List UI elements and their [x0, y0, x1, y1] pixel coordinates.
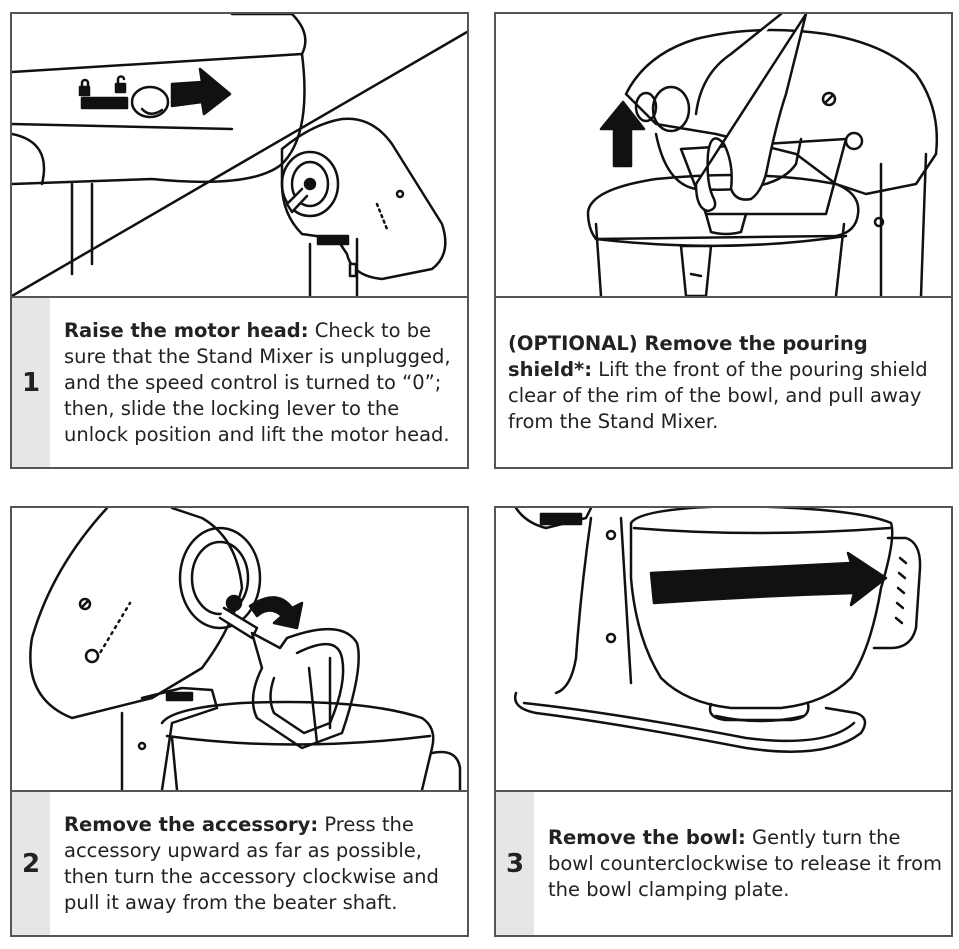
- step-caption-3: 3 Remove the bowl: Gently turn the bowl …: [496, 792, 951, 935]
- step-caption-1: 1 Raise the motor head: Check to be sure…: [12, 298, 467, 467]
- step-text: Raise the motor head: Check to be sure t…: [64, 298, 459, 467]
- step-body: Press the accessory upward as far as pos…: [64, 812, 439, 914]
- step-heading: (OPTIONAL) Remove the pouring shield*:: [508, 331, 868, 381]
- step-body: Check to be sure that the Stand Mixer is…: [64, 318, 451, 446]
- illustration-remove-accessory: [12, 508, 467, 792]
- illustration-remove-pouring-shield: [496, 14, 951, 298]
- step-body: Gently turn the bowl counterclockwise to…: [548, 825, 942, 901]
- step-number: 2: [12, 792, 50, 935]
- step-caption-2: 2 Remove the accessory: Press the access…: [12, 792, 467, 935]
- step-text: (OPTIONAL) Remove the pouring shield*: L…: [508, 298, 943, 467]
- step-body: Lift the front of the pouring shield cle…: [508, 357, 928, 433]
- step-panel-optional: (OPTIONAL) Remove the pouring shield*: L…: [494, 12, 953, 469]
- step-caption-optional: (OPTIONAL) Remove the pouring shield*: L…: [496, 298, 951, 467]
- step-text: Remove the accessory: Press the accessor…: [64, 792, 459, 935]
- illustration-unlock-motor-head: [12, 14, 467, 298]
- step-heading: Remove the bowl:: [548, 825, 746, 849]
- step-panel-3: 3 Remove the bowl: Gently turn the bowl …: [494, 506, 953, 937]
- step-panel-1: 1 Raise the motor head: Check to be sure…: [10, 12, 469, 469]
- step-number: 1: [12, 298, 50, 467]
- step-heading: Raise the motor head:: [64, 318, 309, 342]
- step-text: Remove the bowl: Gently turn the bowl co…: [548, 792, 943, 935]
- step-heading: Remove the accessory:: [64, 812, 319, 836]
- step-number: 3: [496, 792, 534, 935]
- illustration-remove-bowl: [496, 508, 951, 792]
- step-panel-2: 2 Remove the accessory: Press the access…: [10, 506, 469, 937]
